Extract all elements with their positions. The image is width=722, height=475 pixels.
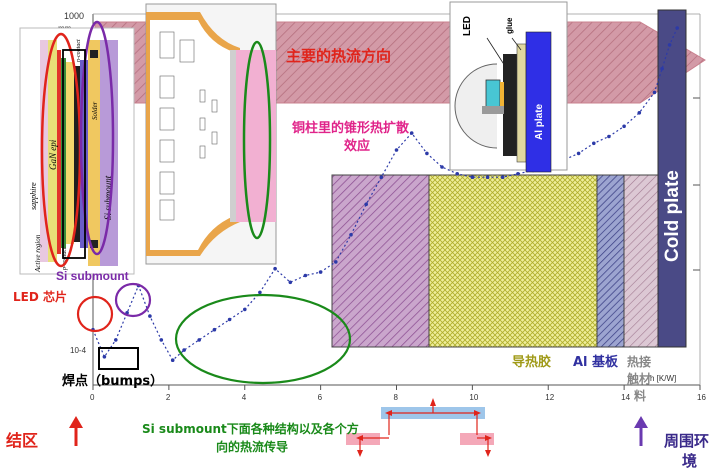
led-package-inset: LED glue Al plate: [449, 1, 568, 173]
contact-material-label-line1: 热接: [627, 354, 651, 369]
contact-material-label-line3: 料: [634, 388, 646, 403]
main-heat-flow-label: 主要的热流方向: [286, 47, 391, 65]
curve-point: [660, 66, 664, 71]
curve-point: [102, 355, 107, 359]
curve-point: [485, 175, 490, 179]
chip-active-region-label: Active region: [34, 234, 42, 273]
curve-point: [148, 314, 152, 318]
curve-point: [394, 148, 399, 152]
heat-spread-schematic: [346, 398, 494, 457]
junction-up-arrow: [69, 416, 83, 446]
curve-point: [334, 260, 338, 264]
al-substrate-label: Al 基板: [573, 354, 619, 370]
below-submount-green-ellipse: [174, 293, 352, 385]
curve-point: [197, 338, 201, 342]
x-tick-label: 6: [318, 393, 323, 402]
chip-p-contact-label: p-contact: [62, 247, 68, 271]
led-inset-glue-label: glue: [505, 17, 514, 34]
curve-point: [364, 202, 369, 207]
chip-solder-label: Solder: [91, 101, 99, 120]
submount-purple-circle: [114, 282, 152, 318]
thermal-paste-label: 导热胶: [512, 354, 551, 370]
led-chip-label: LED 芯片: [13, 289, 67, 304]
curve-point: [349, 233, 353, 237]
chip-black-box: [62, 49, 86, 259]
below-submount-label-line2: 向的热流传导: [216, 439, 288, 454]
x-tick-label: 8: [394, 393, 399, 402]
chip-gan-epi-label: GaN epi: [48, 139, 58, 170]
curve-point: [170, 358, 175, 363]
contact-material-label-line2: 触材: [627, 371, 651, 386]
curve-point: [159, 338, 164, 342]
below-submount-label-line1: Si submount下面各种结构以及各个方: [142, 421, 359, 436]
curve-point: [592, 141, 596, 146]
curve-point: [182, 348, 186, 352]
curve-point: [303, 273, 308, 278]
x-tick-label: 10: [469, 393, 478, 402]
curve-point: [425, 151, 429, 156]
al-substrate-block: [596, 174, 625, 348]
chip-sapphire-label: sapphire: [29, 182, 38, 210]
x-tick-label: 12: [545, 393, 554, 402]
curve-point: [273, 266, 277, 271]
x-tick-label: 16: [697, 393, 706, 402]
ambient-up-arrow: [634, 416, 648, 446]
submount-purple-ellipse: [79, 20, 115, 256]
curve-point: [622, 124, 626, 129]
junction-label: 结区: [5, 431, 38, 450]
spreading-green-ellipse: [242, 40, 272, 240]
curve-point: [243, 307, 247, 312]
led-chip-inset: sapphire GaN epi Active region n-contact…: [19, 27, 135, 275]
curve-point: [652, 90, 657, 95]
curve-point: [667, 43, 672, 47]
curve-point: [455, 172, 460, 176]
led-inset-led-label: LED: [462, 16, 473, 36]
x-tick-label: 0: [90, 393, 95, 402]
curve-point: [318, 270, 323, 274]
contact-material-block: [623, 174, 659, 348]
spreading-effect-label-line1: 铜柱里的锥形热扩散: [291, 120, 410, 136]
submount-structure-inset: [145, 3, 277, 265]
chip-si-submount-label: Si submount: [103, 175, 113, 220]
x-tick-label: 14: [621, 393, 630, 402]
y-axis-bottom-label: 10-4: [70, 346, 87, 355]
thermal-paste-block: [428, 174, 598, 348]
curve-point: [409, 131, 414, 135]
y-axis-top-label: 1000: [64, 11, 84, 21]
x-axis-unit-label: h [K/W]: [650, 374, 676, 383]
thermal-paste-block-left: [331, 174, 430, 348]
curve-point: [637, 111, 642, 115]
curve-point: [470, 175, 475, 179]
curve-point: [576, 151, 581, 156]
x-axis-ticks: 0 2 4 6 8 10 12 14 16: [90, 385, 706, 402]
curve-point: [607, 134, 611, 139]
curve-point: [227, 317, 232, 322]
bumps-black-box: [98, 347, 139, 370]
curve-point: [288, 280, 293, 285]
si-submount-label: Si submount: [56, 269, 129, 283]
curve-point: [516, 172, 520, 176]
x-tick-label: 4: [242, 393, 247, 402]
curve-point: [379, 175, 384, 179]
led-inset-al-plate-label: Al plate: [534, 103, 545, 140]
curve-point: [258, 290, 262, 295]
curve-point: [500, 175, 505, 179]
curve-point: [212, 327, 217, 332]
x-tick-label: 2: [166, 393, 171, 402]
curve-point: [114, 338, 118, 342]
curve-point: [440, 165, 444, 169]
curve-point: [675, 26, 679, 30]
cold-plate-label: Cold plate: [662, 170, 683, 262]
spreading-effect-label-line2: 效应: [344, 138, 370, 154]
ambient-label-line1: 周围环境: [664, 432, 709, 470]
led-chip-red-circle: [76, 295, 114, 333]
bumps-label: 焊点（bumps）: [62, 373, 163, 389]
